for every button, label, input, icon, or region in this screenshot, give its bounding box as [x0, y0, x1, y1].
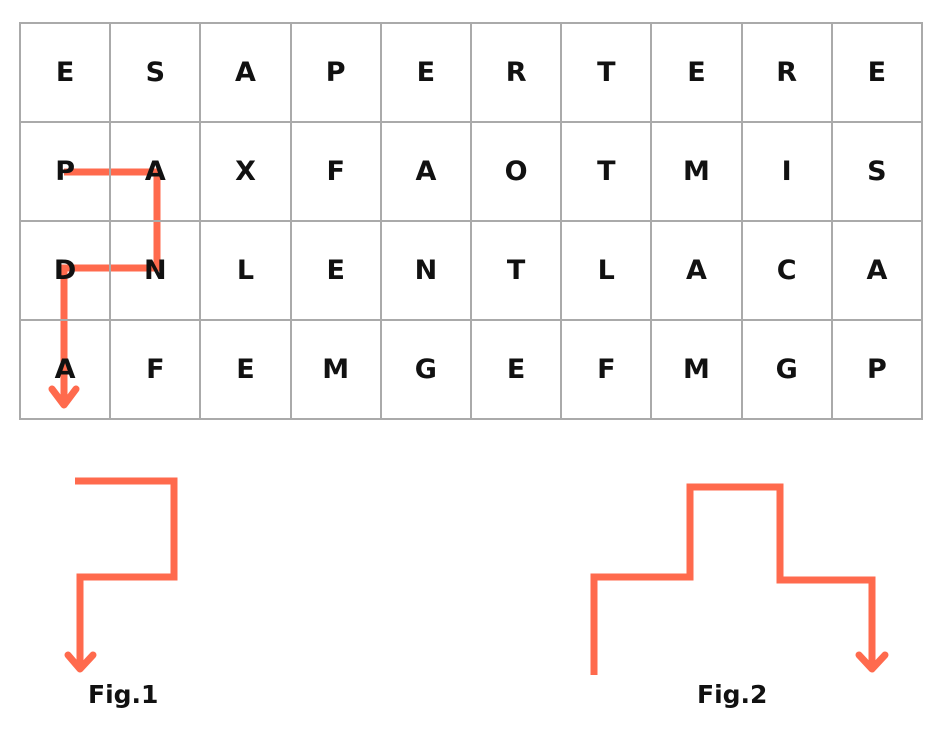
- grid-cell: F: [111, 321, 202, 420]
- grid-cell: A: [111, 123, 202, 222]
- grid-cell: A: [832, 222, 923, 321]
- fig1-caption: Fig.1: [88, 680, 159, 709]
- grid-cell: T: [562, 24, 653, 123]
- grid-cell: A: [201, 24, 292, 123]
- grid-cell: O: [471, 123, 563, 222]
- grid-cell: I: [742, 123, 833, 222]
- grid-cell: N: [111, 222, 202, 321]
- grid-cell: F: [562, 321, 653, 420]
- fig1-arrowhead: [64, 651, 97, 673]
- grid-cell: M: [291, 321, 382, 420]
- grid-cell: A: [652, 222, 743, 321]
- grid-cell: E: [471, 321, 563, 420]
- grid-cell: M: [652, 123, 743, 222]
- grid-cell: T: [471, 222, 563, 321]
- grid-cell: S: [111, 24, 202, 123]
- grid-path-arrow: [60, 168, 161, 405]
- grid-cell: E: [21, 24, 112, 123]
- grid-cell: E: [381, 24, 472, 123]
- grid-cell: E: [201, 321, 292, 420]
- grid-cell: P: [832, 321, 923, 420]
- fig2-path: [590, 483, 876, 675]
- grid-cell: E: [291, 222, 382, 321]
- grid-cell: C: [742, 222, 833, 321]
- fig2-caption: Fig.2: [697, 680, 768, 709]
- grid-cell: T: [562, 123, 653, 222]
- grid-cell: M: [652, 321, 743, 420]
- grid-cell: A: [21, 321, 112, 420]
- grid-cell: E: [832, 24, 923, 123]
- grid-path-arrowhead: [48, 385, 80, 409]
- grid-cell: P: [21, 123, 112, 222]
- grid-cell: L: [562, 222, 653, 321]
- fig1-path: [75, 477, 178, 668]
- grid-cell: A: [381, 123, 472, 222]
- grid-cell: R: [471, 24, 563, 123]
- grid-cell: R: [742, 24, 833, 123]
- grid-cell: D: [21, 222, 112, 321]
- grid-cell: F: [291, 123, 382, 222]
- grid-cell: G: [381, 321, 472, 420]
- grid-cell: N: [381, 222, 472, 321]
- fig2-arrowhead: [855, 651, 889, 673]
- grid-cell: E: [652, 24, 743, 123]
- grid-cell: S: [832, 123, 923, 222]
- grid-cell: G: [742, 321, 833, 420]
- grid-cell: P: [291, 24, 382, 123]
- grid-cell: L: [201, 222, 292, 321]
- grid-cell: X: [201, 123, 292, 222]
